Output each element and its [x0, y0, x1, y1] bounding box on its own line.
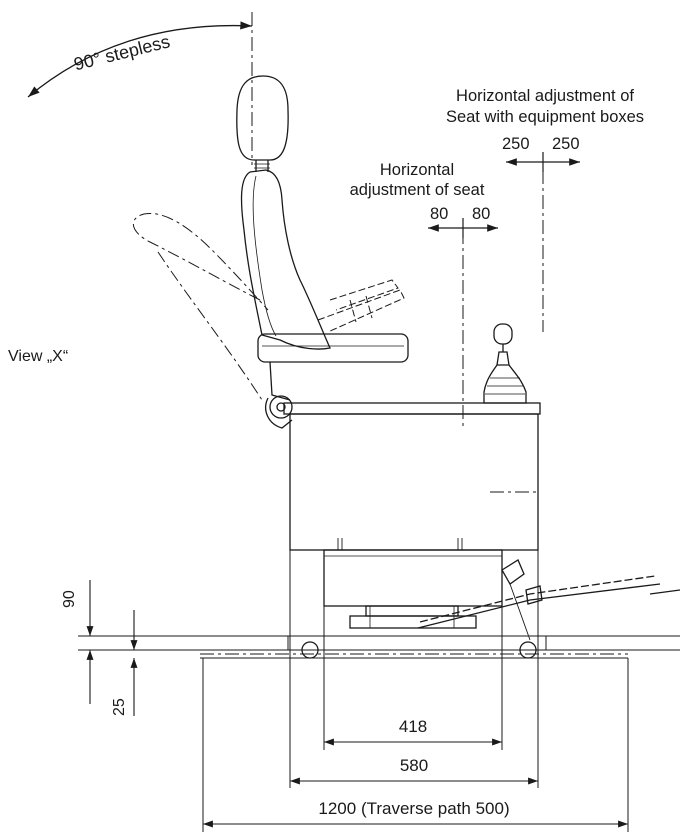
raised-armrest-outline — [317, 279, 405, 333]
joystick — [483, 323, 527, 404]
equipment-adjust-title-line2: Seat with equipment boxes — [445, 108, 645, 126]
equipment-adjust-arrows — [505, 152, 580, 172]
height-25-label: 25 — [111, 698, 128, 716]
reclined-backrest-outline — [133, 212, 269, 401]
pedal-assembly — [417, 559, 680, 641]
seat-adjust-title-line1: Horizontal — [379, 161, 455, 179]
equipment-adjust-title-line1: Horizontal adjustment of — [456, 87, 634, 105]
backrest — [240, 169, 331, 350]
height-90-label: 90 — [61, 590, 78, 608]
equipment-adjust-dim-left: 250 — [502, 135, 530, 153]
width-dimension-lines — [203, 738, 628, 828]
dimension-extension-lines — [202, 550, 629, 832]
width-418-label: 418 — [398, 717, 428, 736]
equipment-box — [283, 402, 541, 551]
headrest — [236, 75, 289, 172]
seat-hinge — [265, 361, 293, 429]
rotation-arc — [27, 12, 253, 165]
seat-adjust-dim-left: 80 — [430, 205, 449, 223]
width-1200-label: 1200 (Traverse path 500) — [318, 799, 510, 818]
seat-adjust-arrows — [428, 218, 498, 238]
pedestal — [323, 549, 503, 629]
height-dimensions — [78, 580, 138, 716]
seat-adjust-dim-right: 80 — [472, 205, 491, 223]
equipment-adjust-dim-right: 250 — [552, 135, 580, 153]
view-x-label: View „X“ — [8, 348, 69, 365]
width-580-label: 580 — [399, 756, 429, 775]
adjustment-centerlines — [462, 170, 544, 493]
armrest — [257, 333, 409, 363]
seat-adjust-title-line2: adjustment of seat — [349, 181, 485, 199]
base-rail — [78, 635, 680, 659]
